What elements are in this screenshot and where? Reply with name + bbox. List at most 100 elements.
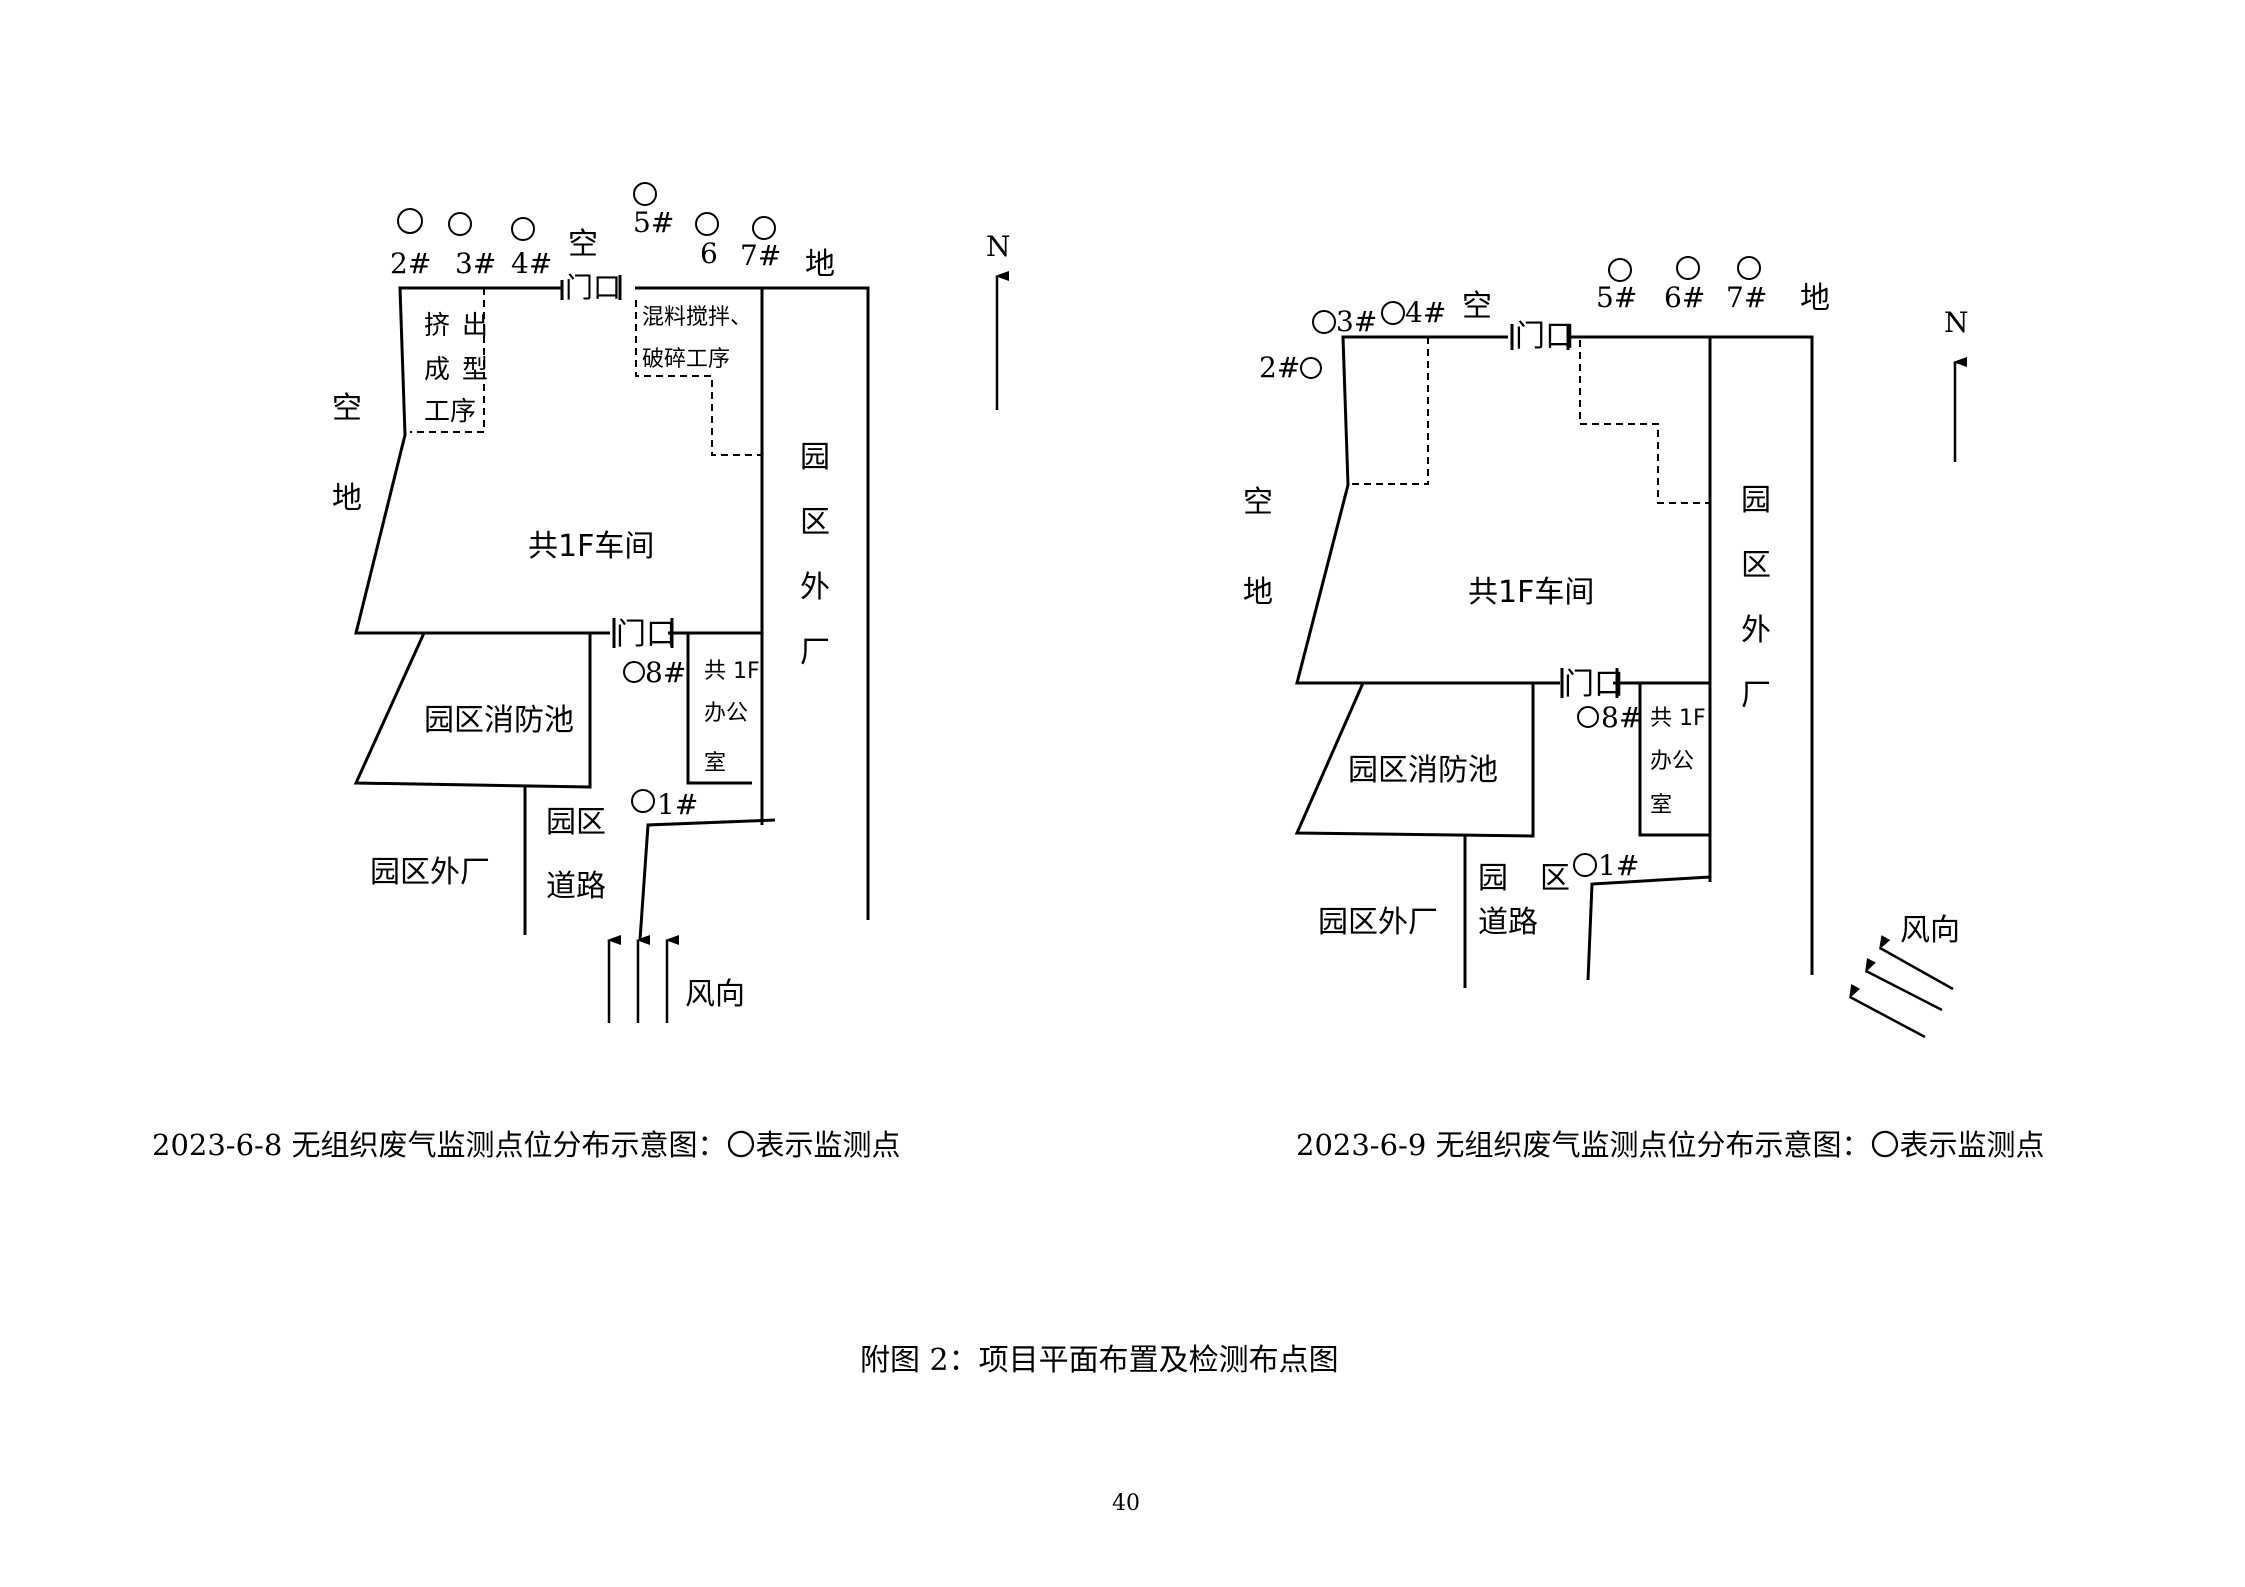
right-park-right-3: 外 [1741,613,1771,648]
left-mix-1: 混料搅拌、 [642,305,752,330]
left-park-right-3: 外 [800,570,830,605]
left-label-p6: 6 [700,237,718,270]
left-road-1: 园区 [546,805,606,840]
right-wind-arrow-2 [1865,958,1943,1012]
left-wind: 风向 [685,977,745,1012]
left-point-8 [623,661,645,683]
left-office-2: 办公 [704,701,748,726]
left-building-outline [354,286,610,635]
left-office-3: 室 [704,751,726,776]
left-point-5 [633,182,657,206]
right-outer-boundary [1710,335,1814,975]
left-label-p1: 1# [657,788,698,821]
right-north: N [1944,306,1969,339]
left-workshop: 共1F车间 [528,529,654,564]
left-label-p8: 8# [645,656,686,689]
right-wind-arrow-1 [1879,935,1954,991]
right-wind: 风向 [1900,913,1960,948]
left-office-outline [686,633,752,785]
left-extrude-3: 成 [424,355,450,385]
right-park-right-4: 厂 [1741,678,1771,713]
right-workshop: 共1F车间 [1468,575,1594,610]
left-point-2 [397,208,423,234]
right-labels: 3# 4# 2# 5# 6# 7# 8# 1# 空 地 空 地 门口 门口 共1… [1243,281,2045,1162]
right-label-p3: 3# [1336,305,1377,338]
left-door-top: 门口 [565,271,621,304]
left-point-6 [695,212,719,236]
right-label-p2: 2# [1259,351,1300,384]
right-road-2: 道路 [1478,905,1538,940]
right-point-4 [1381,301,1405,325]
right-point-5 [1608,258,1632,282]
left-extrude-1: 挤 [424,311,450,341]
right-door-top: 门口 [1515,319,1575,354]
left-pool-outline [353,632,592,789]
left-office-1: 共 1F [704,659,760,684]
right-point-6 [1676,256,1700,280]
left-label-p7: 7# [740,239,781,272]
left-caption: 2023-6-8 无组织废气监测点位分布示意图：〇表示监测点 [152,1128,901,1162]
right-point-1 [1573,853,1597,877]
left-door-mid: 门口 [616,617,676,652]
right-point-2 [1300,357,1322,379]
left-kong-left: 空 [332,391,362,426]
right-park-outside: 园区外厂 [1318,905,1438,940]
right-building-outline [1295,335,1560,685]
right-diagram [1294,256,1967,1039]
right-office-2: 办公 [1650,749,1694,774]
right-label-p8: 8# [1601,701,1642,734]
left-point-1 [631,789,655,813]
left-extrude-4: 型 [462,355,488,385]
left-point-7 [752,216,776,240]
right-label-p7: 7# [1726,281,1767,314]
left-park-right-1: 园 [800,440,830,475]
page-number: 40 [1112,1491,1140,1516]
left-di-top: 地 [805,247,835,282]
left-labels: 2# 3# 4# 5# 6 7# 8# 1# 空 地 空 地 门口 门口 挤 出… [152,206,1011,1162]
left-extrude-area [410,288,485,433]
right-point-8 [1577,706,1599,728]
right-label-p4: 4# [1405,296,1446,329]
left-extrude-5: 工序 [424,397,476,427]
left-label-p4: 4# [511,247,552,280]
right-mix-area [1579,340,1710,504]
left-label-p5: 5# [633,206,674,239]
right-park-right-2: 区 [1741,548,1771,583]
right-di-left: 地 [1243,575,1273,610]
left-mix-area [635,300,762,456]
left-point-4 [511,217,535,241]
left-kong-top: 空 [568,227,598,262]
right-office-outline [1638,683,1710,837]
right-di-top: 地 [1800,281,1830,316]
right-door-mid: 门口 [1564,667,1624,702]
left-diagram [353,182,1009,1023]
right-road-1b: 区 [1540,861,1570,896]
right-office-3: 室 [1650,793,1672,818]
right-office-1: 共 1F [1650,706,1706,731]
right-label-p1: 1# [1598,849,1639,882]
right-point-3 [1312,310,1336,334]
figure-title: 附图 2：项目平面布置及检测布点图 [860,1343,1339,1378]
left-extrude-2: 出 [462,311,488,341]
right-label-p6: 6# [1664,281,1705,314]
left-park-right-2: 区 [800,505,830,540]
left-park-right-4: 厂 [800,635,830,670]
right-point-7 [1737,256,1761,280]
left-park-outside: 园区外厂 [370,855,490,890]
right-pool: 园区消防池 [1348,753,1498,788]
left-north: N [986,230,1011,263]
left-point-3 [448,212,472,236]
left-mix-2: 破碎工序 [642,347,730,372]
right-label-p5: 5# [1596,281,1637,314]
right-road-wall [1586,875,1711,981]
right-extrude-area [1350,337,1429,485]
left-outer-boundary [762,286,870,920]
left-label-p2: 2# [390,247,431,280]
right-caption: 2023-6-9 无组织废气监测点位分布示意图：〇表示监测点 [1296,1128,2045,1162]
right-pool-outline [1294,682,1535,838]
left-label-p3: 3# [455,247,496,280]
right-road-1: 园 [1478,861,1508,896]
right-wind-arrow-3 [1849,984,1926,1039]
right-kong-left: 空 [1243,485,1273,520]
